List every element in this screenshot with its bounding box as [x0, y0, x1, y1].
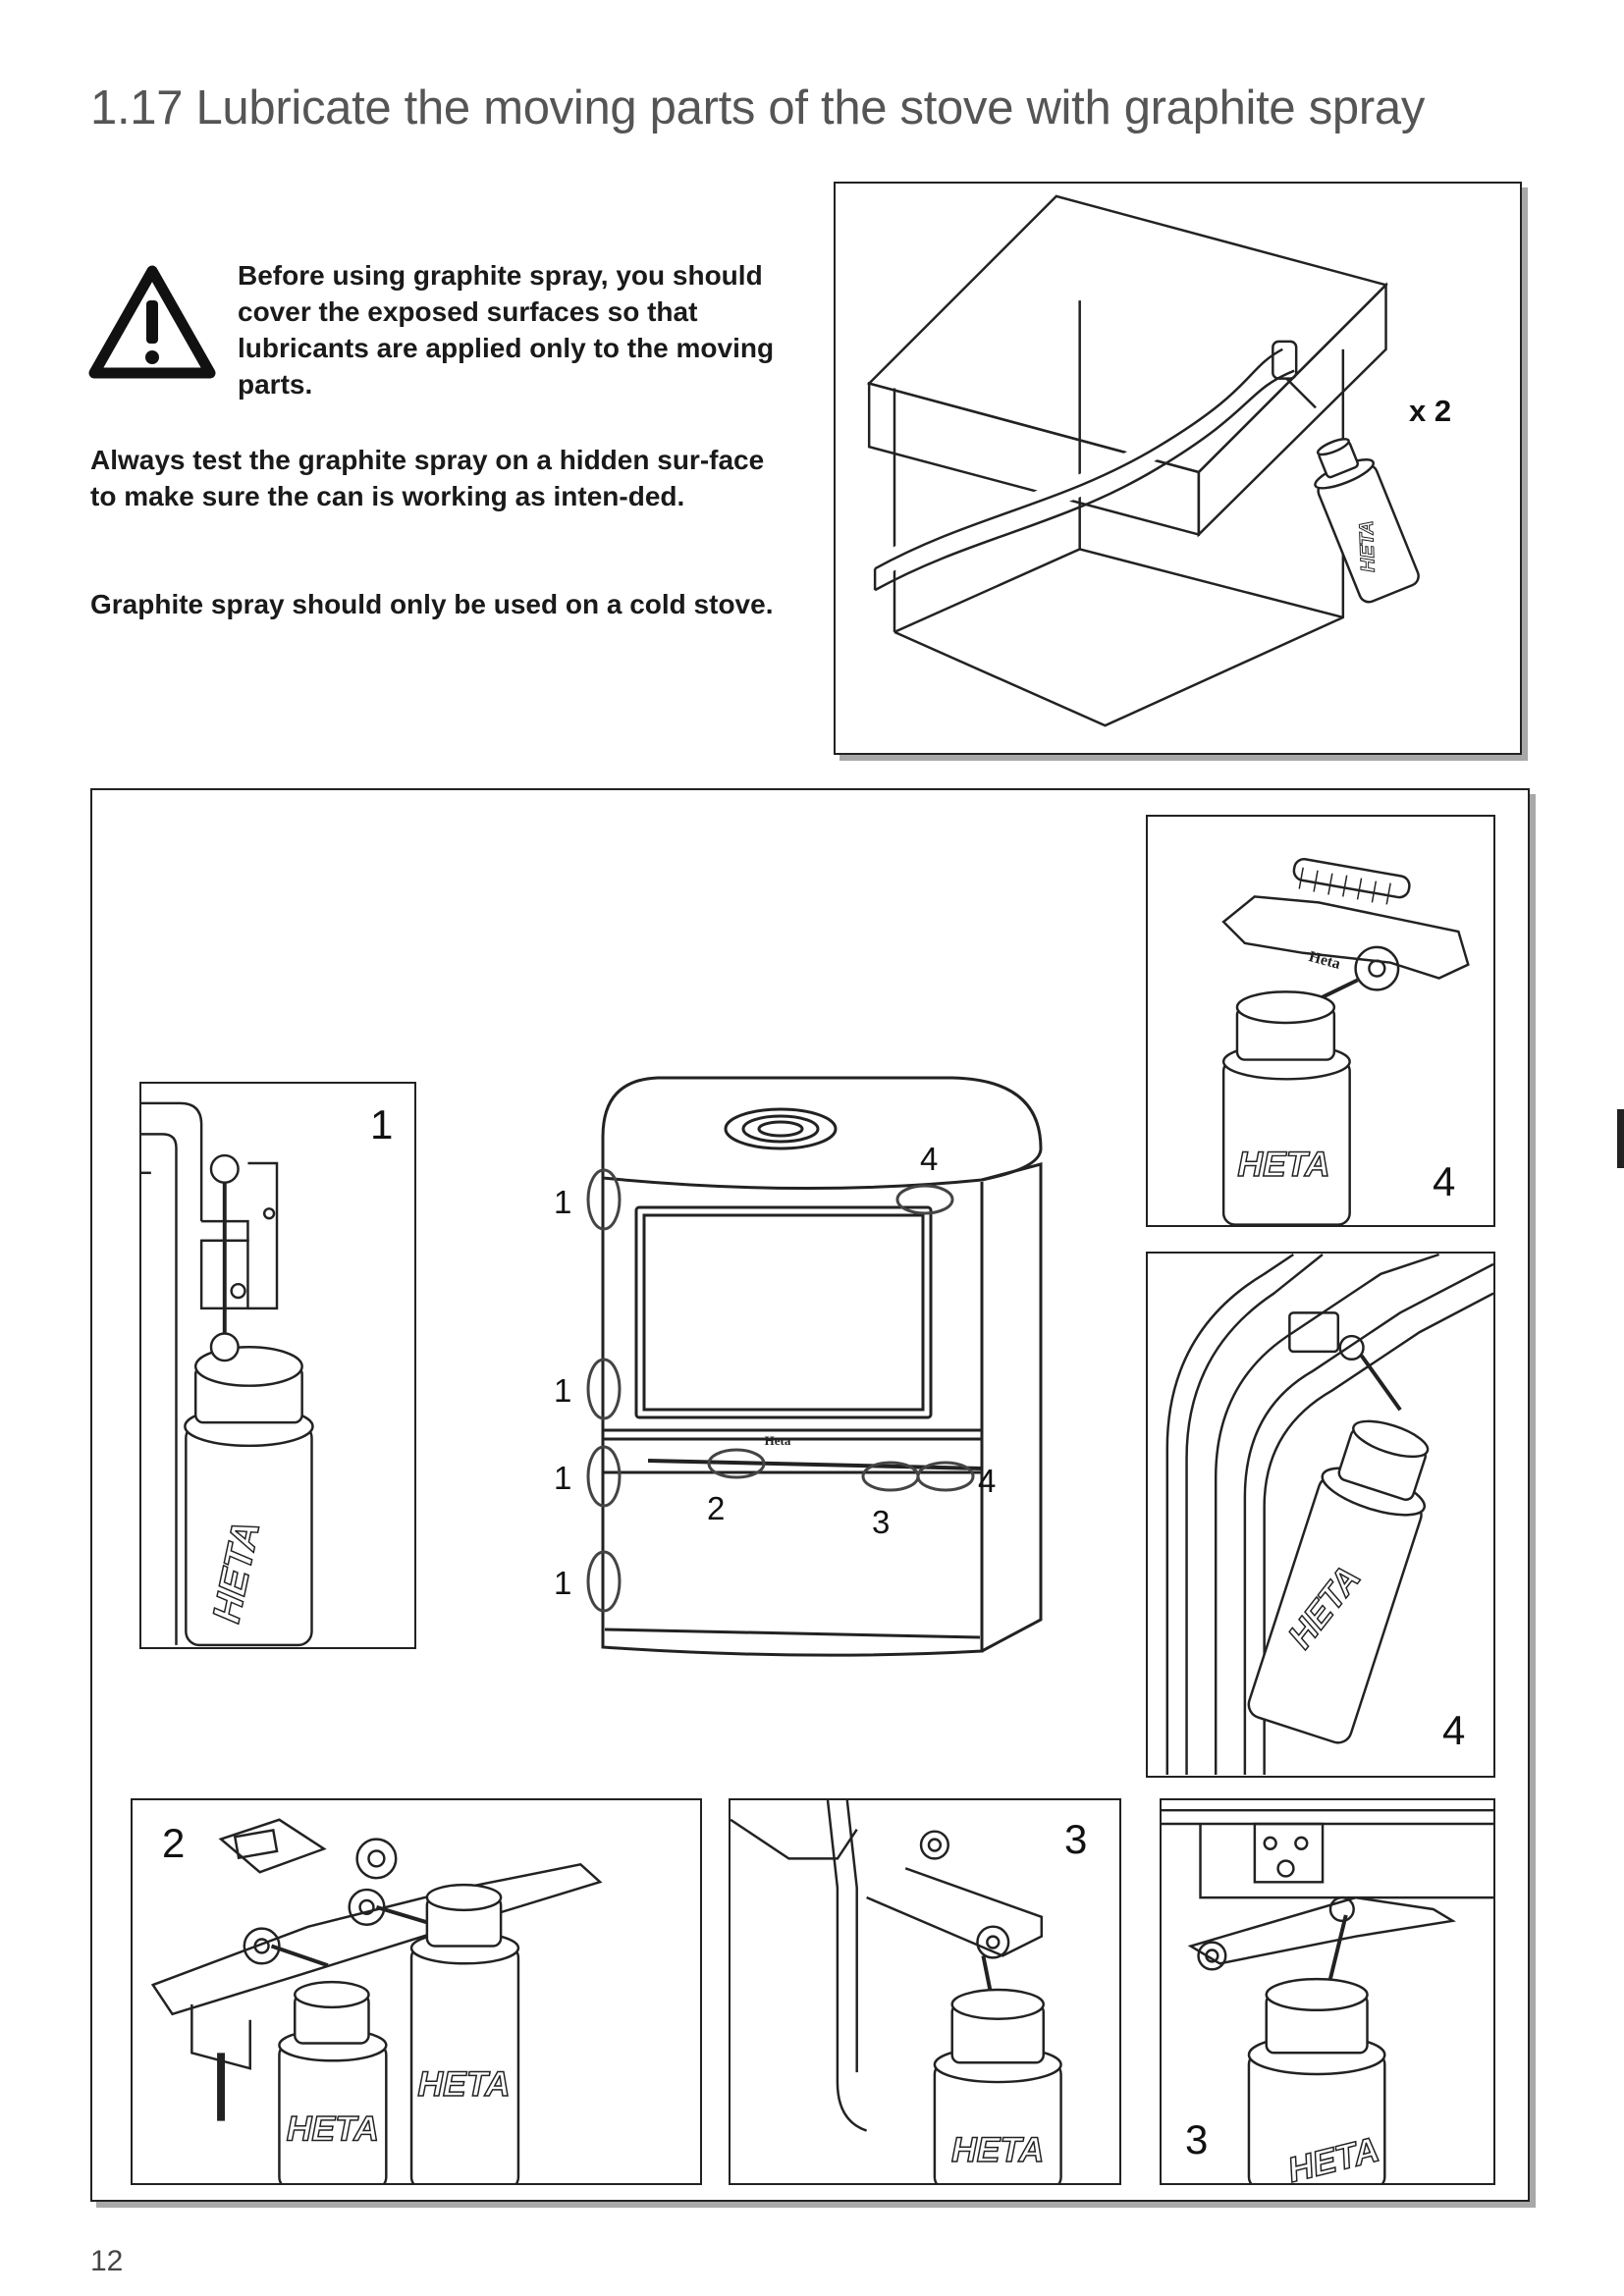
warning-text: Before using graphite spray, you should … [238, 260, 775, 400]
detail-3-middle-drawing: HETA [731, 1800, 1062, 2183]
detail-1-label: 1 [370, 1101, 394, 1148]
callout-3: 3 [872, 1504, 891, 1540]
page-title: 1.17 Lubricate the moving parts of the s… [90, 81, 1426, 134]
detail-4-top: Heta HETA 4 [1146, 815, 1495, 1227]
top-figure: HETA x 2 [834, 182, 1522, 755]
detail-4-side-label: 4 [1442, 1707, 1466, 1753]
detail-4-top-brand: Heta [1307, 948, 1342, 973]
detail-4-side: HETA 4 [1146, 1252, 1495, 1778]
detail-4-side-drawing: HETA [1165, 1254, 1493, 1775]
detail-2: HETA HETA 2 [131, 1798, 702, 2185]
detail-4-top-label: 4 [1433, 1158, 1456, 1204]
stove-drawing: Heta [586, 1076, 1043, 1657]
detail-2-drawing: HETA HETA [150, 1818, 603, 2183]
detail-4-top-can-brand: HETA [1237, 1145, 1329, 1184]
detail-2-can-brand-left: HETA [287, 2109, 379, 2148]
detail-1: HETA 1 [139, 1082, 416, 1649]
multiplier-label: x 2 [1409, 394, 1452, 428]
callout-4-front: 4 [978, 1463, 997, 1499]
stove-brand-text: Heta [765, 1433, 791, 1448]
paragraph-test-spray: Always test the graphite spray on a hidd… [90, 445, 765, 511]
page-number: 12 [90, 2245, 124, 2277]
paragraph-cold-stove: Graphite spray should only be used on a … [90, 589, 774, 619]
callout-1-lower: 1 [554, 1460, 572, 1496]
warning-triangle-icon [88, 265, 216, 379]
detail-2-label: 2 [162, 1820, 186, 1866]
detail-2-can-brand-right: HETA [417, 2064, 510, 2104]
callout-1-bottom: 1 [554, 1565, 572, 1601]
margin-tab [1617, 1109, 1624, 1168]
detail-3-right-drawing: HETA [1162, 1808, 1493, 2183]
detail-3-middle-label: 3 [1064, 1816, 1088, 1862]
detail-3-right-label: 3 [1185, 2116, 1209, 2163]
callout-2: 2 [707, 1490, 726, 1526]
top-figure-drawing: HETA [866, 194, 1420, 727]
can-brand-text: HETA [1356, 520, 1380, 572]
detail-1-drawing: HETA [141, 1101, 314, 1647]
detail-3-middle-can-brand: HETA [951, 2130, 1044, 2169]
callout-4-top: 4 [920, 1141, 939, 1177]
detail-4-top-drawing: Heta HETA [1221, 857, 1470, 1225]
detail-3-right: HETA 3 [1160, 1798, 1495, 2185]
detail-3-middle: HETA 3 [729, 1798, 1121, 2185]
callout-1-mid: 1 [554, 1372, 572, 1409]
callout-1-top: 1 [554, 1184, 572, 1220]
